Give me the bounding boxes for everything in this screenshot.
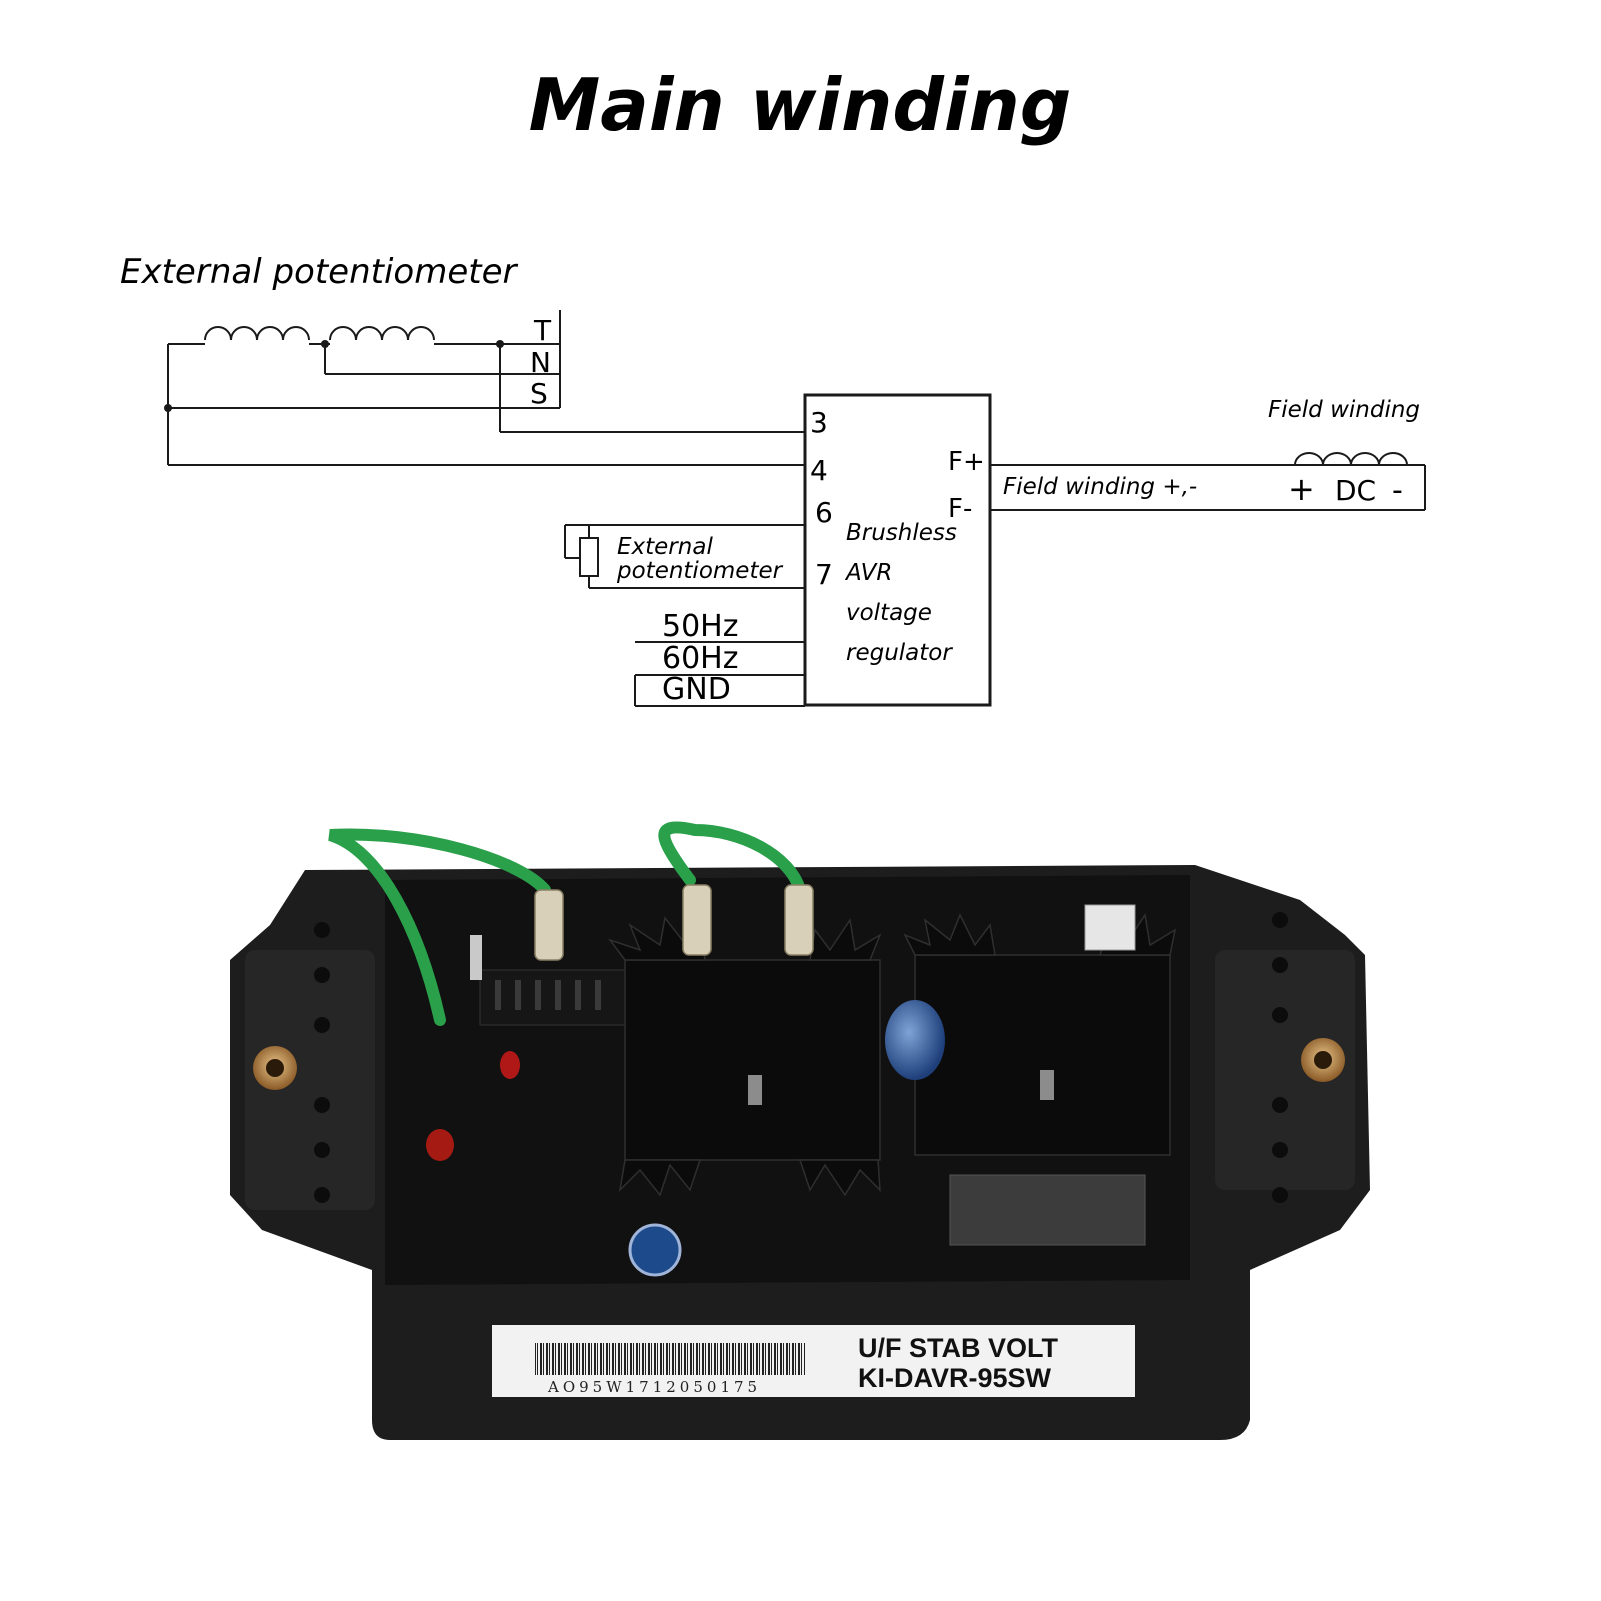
field-winding-circuit bbox=[990, 452, 1426, 511]
terminal-7: 7 bbox=[815, 558, 833, 591]
barcode bbox=[535, 1343, 805, 1375]
terminal-f-plus: F+ bbox=[948, 447, 985, 477]
external-potentiometer-heading: External potentiometer bbox=[120, 252, 519, 292]
field-winding-pm-label: Field winding +,- bbox=[1003, 474, 1197, 500]
terminal-t: T bbox=[533, 314, 552, 347]
terminal-3: 3 bbox=[810, 406, 828, 439]
label-gnd: GND bbox=[662, 672, 731, 707]
dc-plus-label: + bbox=[1288, 470, 1315, 508]
terminal-6: 6 bbox=[815, 496, 833, 529]
field-winding-heading: Field winding bbox=[1268, 397, 1420, 423]
terminal-f-minus: F- bbox=[948, 494, 972, 524]
potentiometer-symbol bbox=[564, 524, 805, 589]
main-winding-circuit bbox=[167, 310, 805, 466]
avr-product-image bbox=[230, 821, 1370, 1440]
green-wire bbox=[327, 821, 806, 1026]
module-text-line2: AVR bbox=[844, 560, 892, 586]
frequency-wiring bbox=[634, 641, 805, 707]
module-text-line4: regulator bbox=[846, 640, 953, 666]
product-label-line1: U/F STAB VOLT bbox=[858, 1333, 1058, 1363]
ext-pot-label-line1: External bbox=[617, 534, 713, 560]
dc-label: DC bbox=[1335, 474, 1376, 507]
junction-dots bbox=[164, 340, 504, 412]
page-title: Main winding bbox=[529, 63, 1072, 147]
ext-pot-label-line2: potentiometer bbox=[616, 558, 784, 584]
heatsink-right bbox=[903, 913, 1177, 1156]
terminal-s: S bbox=[530, 377, 548, 410]
label-60hz: 60Hz bbox=[662, 641, 738, 676]
product-label-line2: KI-DAVR-95SW bbox=[858, 1363, 1052, 1393]
avr-module-box bbox=[803, 393, 992, 707]
terminal-4: 4 bbox=[810, 454, 828, 487]
film-capacitor bbox=[949, 1174, 1146, 1246]
heatsink-left bbox=[607, 916, 882, 1197]
coil-right bbox=[329, 326, 435, 341]
module-text-line1: Brushless bbox=[846, 520, 957, 546]
serial-number: AO95W1712050175 bbox=[547, 1378, 761, 1396]
dc-minus-label: - bbox=[1392, 473, 1403, 508]
field-coil bbox=[1294, 452, 1408, 466]
terminal-n: N bbox=[530, 346, 551, 379]
coil-left bbox=[204, 326, 310, 341]
module-text-line3: voltage bbox=[846, 600, 932, 626]
label-50hz: 50Hz bbox=[662, 609, 738, 644]
